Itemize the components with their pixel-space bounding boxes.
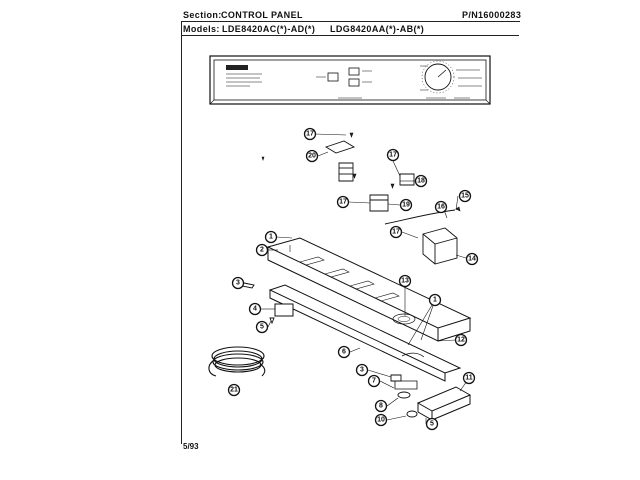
callout-14: 14 <box>465 252 479 266</box>
callout-11-label: 11 <box>465 375 473 382</box>
callout-7: 7 <box>367 374 381 388</box>
callout-3-low-label: 3 <box>360 367 364 374</box>
diagram-frame <box>181 21 520 444</box>
callout-17-low: 17 <box>389 225 403 239</box>
callout-20: 20 <box>305 149 319 163</box>
callout-5-left-label: 5 <box>260 324 264 331</box>
callout-19: 19 <box>399 198 413 212</box>
callout-17-low-label: 17 <box>392 229 400 236</box>
callout-3-left: 3 <box>231 276 245 290</box>
callout-1-right: 1 <box>428 293 442 307</box>
callout-3-left-label: 3 <box>236 280 240 287</box>
callout-2: 2 <box>255 243 269 257</box>
callout-5-low-label: 5 <box>430 421 434 428</box>
callout-12-label: 12 <box>457 337 465 344</box>
end-cap-bracket <box>274 303 294 317</box>
harness-wire <box>384 209 456 225</box>
callout-1-left-label: 1 <box>269 234 273 241</box>
loose-screws <box>261 132 461 236</box>
callout-2-label: 2 <box>260 247 264 254</box>
callout-17-mid-label: 17 <box>339 199 347 206</box>
callout-8: 8 <box>374 399 388 413</box>
callout-5-left: 5 <box>255 320 269 334</box>
end-cap-panel <box>268 284 462 390</box>
callout-10-label: 10 <box>377 417 385 424</box>
callout-12: 12 <box>454 333 468 347</box>
selector-button-upper <box>348 67 360 76</box>
callout-5-low: 5 <box>425 417 439 431</box>
callout-15: 15 <box>458 189 472 203</box>
selector-switch <box>369 194 389 212</box>
small-switch <box>399 173 415 186</box>
pn-label: P/N <box>462 10 479 20</box>
models-divider <box>181 35 519 36</box>
push-switch-body <box>338 162 354 182</box>
callout-20-label: 20 <box>308 153 316 160</box>
callout-17-right: 17 <box>386 148 400 162</box>
callout-7-label: 7 <box>372 378 376 385</box>
start-button-graphic <box>327 72 339 82</box>
callout-6: 6 <box>337 345 351 359</box>
models-label: Models: <box>183 24 220 34</box>
section-label: Section: <box>183 10 222 20</box>
callout-4: 4 <box>248 302 262 316</box>
section-title: CONTROL PANEL <box>221 10 303 20</box>
timer-assembly <box>422 227 458 265</box>
revision-date: 5/93 <box>183 442 199 451</box>
upper-components <box>324 140 458 265</box>
switch-bracket <box>324 140 356 154</box>
callout-3-low: 3 <box>355 363 369 377</box>
callout-17-right-label: 17 <box>389 152 397 159</box>
callout-19-label: 19 <box>402 202 410 209</box>
callout-18: 18 <box>414 174 428 188</box>
selector-button-lower <box>348 78 360 87</box>
callout-17-top: 17 <box>303 127 317 141</box>
callout-11: 11 <box>462 371 476 385</box>
callout-18-label: 18 <box>417 178 425 185</box>
callout-13: 13 <box>398 274 412 288</box>
part-number: 16000283 <box>478 10 522 20</box>
callout-14-label: 14 <box>468 256 476 263</box>
callout-13-label: 13 <box>401 278 409 285</box>
callout-1-right-label: 1 <box>433 297 437 304</box>
callout-10: 10 <box>374 413 388 427</box>
callout-1-left: 1 <box>264 230 278 244</box>
callout-8-label: 8 <box>379 403 383 410</box>
model-number-1: LDE8420AC(*)-AD(*) <box>222 24 316 34</box>
callout-15-label: 15 <box>461 193 469 200</box>
brand-logo <box>226 65 248 70</box>
callout-21-label: 21 <box>230 387 238 394</box>
callout-17-top-label: 17 <box>306 131 314 138</box>
callout-4-label: 4 <box>253 306 257 313</box>
callout-17-mid: 17 <box>336 195 350 209</box>
callout-6-label: 6 <box>342 349 346 356</box>
model-number-2: LDG8420AA(*)-AB(*) <box>330 24 425 34</box>
wiring-harness-coil <box>208 346 266 377</box>
callout-16-label: 16 <box>437 204 445 211</box>
callout-21: 21 <box>227 383 241 397</box>
control-panel-front-view <box>209 55 491 105</box>
console-frame <box>266 237 472 342</box>
mounting-bracket <box>416 386 472 421</box>
callout-16: 16 <box>434 200 448 214</box>
leader-lines <box>243 133 470 424</box>
lower-fasteners <box>241 282 418 418</box>
timer-dial-graphic <box>424 63 452 91</box>
